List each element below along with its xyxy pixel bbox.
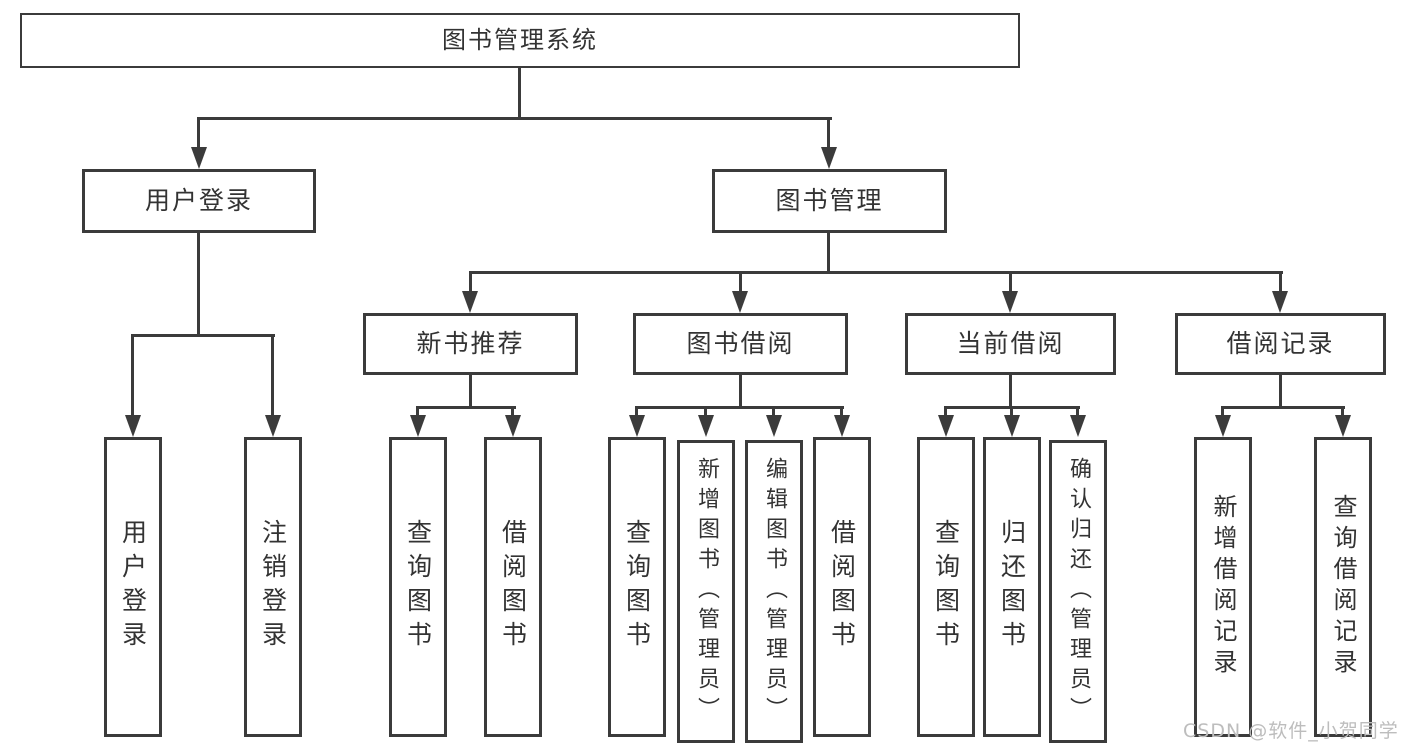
leaf-rec-borrow-books: 借阅图书	[484, 437, 542, 737]
connector-vline	[197, 233, 200, 335]
leaf-rec-query-books: 查询图书	[389, 437, 447, 737]
leaf-rec-query-books-label: 查询图书	[403, 519, 433, 655]
arrowhead-down	[834, 415, 850, 437]
connector-vline	[635, 407, 638, 419]
connector-vline	[704, 407, 707, 419]
connector-vline	[1010, 407, 1013, 419]
connector-vline	[1221, 407, 1224, 419]
leaf-borrow-books-label: 借阅图书	[827, 519, 857, 655]
leaf-edit-books-admin: 编辑图书（管理员）	[745, 440, 803, 743]
connector-vline	[469, 375, 472, 408]
connector-hline	[131, 334, 275, 337]
connector-vline	[840, 407, 843, 419]
leaf-rec-borrow-books-label: 借阅图书	[498, 519, 528, 655]
node-book-management: 图书管理	[712, 169, 947, 233]
arrowhead-down	[766, 415, 782, 437]
node-book-borrowing: 图书借阅	[633, 313, 848, 375]
leaf-borrow-query-books-label: 查询图书	[622, 519, 652, 655]
node-new-book-recommend-label: 新书推荐	[416, 329, 525, 358]
connector-vline	[511, 407, 514, 419]
watermark: CSDN @软件_小贺同学	[1183, 720, 1399, 742]
connector-vline	[1076, 407, 1079, 419]
connector-vline	[827, 233, 830, 272]
node-user-login-label: 用户登录	[144, 186, 253, 215]
arrowhead-down	[191, 147, 207, 169]
leaf-add-borrow-record: 新增借阅记录	[1194, 437, 1252, 737]
node-current-borrowing-label: 当前借阅	[956, 329, 1065, 358]
connector-vline	[1341, 407, 1344, 419]
arrowhead-down	[1002, 291, 1018, 313]
connector-vline	[944, 407, 947, 419]
connector-hline	[635, 406, 844, 409]
connector-vline	[772, 407, 775, 419]
connector-vline	[1279, 272, 1282, 293]
leaf-edit-books-admin-label: 编辑图书（管理员）	[762, 456, 787, 727]
connector-hline	[469, 271, 1283, 274]
node-book-borrowing-label: 图书借阅	[686, 329, 795, 358]
node-book-management-label: 图书管理	[775, 186, 884, 215]
leaf-borrow-books: 借阅图书	[813, 437, 871, 737]
leaf-user-login: 用户登录	[104, 437, 162, 737]
leaf-user-login-label: 用户登录	[118, 519, 148, 655]
arrowhead-down	[698, 415, 714, 437]
connector-vline	[1009, 272, 1012, 293]
leaf-confirm-return-admin: 确认归还（管理员）	[1049, 440, 1107, 743]
arrowhead-down	[505, 415, 521, 437]
connector-vline	[1009, 375, 1012, 408]
arrowhead-down	[1070, 415, 1086, 437]
connector-vline	[1279, 375, 1282, 408]
arrowhead-down	[265, 415, 281, 437]
connector-vline	[197, 118, 200, 150]
connector-vline	[739, 272, 742, 293]
node-current-borrowing: 当前借阅	[905, 313, 1116, 375]
leaf-return-books: 归还图书	[983, 437, 1041, 737]
connector-vline	[131, 335, 134, 417]
arrowhead-down	[1335, 415, 1351, 437]
leaf-add-books-admin-label: 新增图书（管理员）	[694, 456, 719, 727]
leaf-current-query-books: 查询图书	[917, 437, 975, 737]
leaf-return-books-label: 归还图书	[997, 519, 1027, 655]
connector-vline	[518, 68, 521, 118]
connector-vline	[416, 407, 419, 419]
arrowhead-down	[410, 415, 426, 437]
leaf-confirm-return-admin-label: 确认归还（管理员）	[1066, 456, 1091, 727]
node-library-system: 图书管理系统	[20, 13, 1020, 68]
leaf-current-query-books-label: 查询图书	[931, 519, 961, 655]
arrowhead-down	[821, 147, 837, 169]
leaf-borrow-query-books: 查询图书	[608, 437, 666, 737]
node-user-login: 用户登录	[82, 169, 316, 233]
arrowhead-down	[938, 415, 954, 437]
leaf-add-borrow-record-label: 新增借阅记录	[1209, 494, 1237, 680]
node-new-book-recommend: 新书推荐	[363, 313, 578, 375]
arrowhead-down	[1004, 415, 1020, 437]
leaf-query-borrow-record-label: 查询借阅记录	[1329, 494, 1357, 680]
leaf-logout-label: 注销登录	[258, 519, 288, 655]
connector-vline	[271, 335, 274, 417]
node-borrow-records: 借阅记录	[1175, 313, 1386, 375]
node-borrow-records-label: 借阅记录	[1226, 329, 1335, 358]
arrowhead-down	[1215, 415, 1231, 437]
connector-hline	[197, 117, 832, 120]
connector-vline	[469, 272, 472, 293]
leaf-add-books-admin: 新增图书（管理员）	[677, 440, 735, 743]
arrowhead-down	[732, 291, 748, 313]
arrowhead-down	[462, 291, 478, 313]
leaf-query-borrow-record: 查询借阅记录	[1314, 437, 1372, 737]
connector-hline	[1221, 406, 1345, 409]
connector-vline	[827, 118, 830, 150]
connector-vline	[739, 375, 742, 408]
arrowhead-down	[629, 415, 645, 437]
connector-hline	[416, 406, 516, 409]
node-library-system-label: 图书管理系统	[442, 26, 598, 55]
leaf-logout: 注销登录	[244, 437, 302, 737]
arrowhead-down	[125, 415, 141, 437]
arrowhead-down	[1272, 291, 1288, 313]
